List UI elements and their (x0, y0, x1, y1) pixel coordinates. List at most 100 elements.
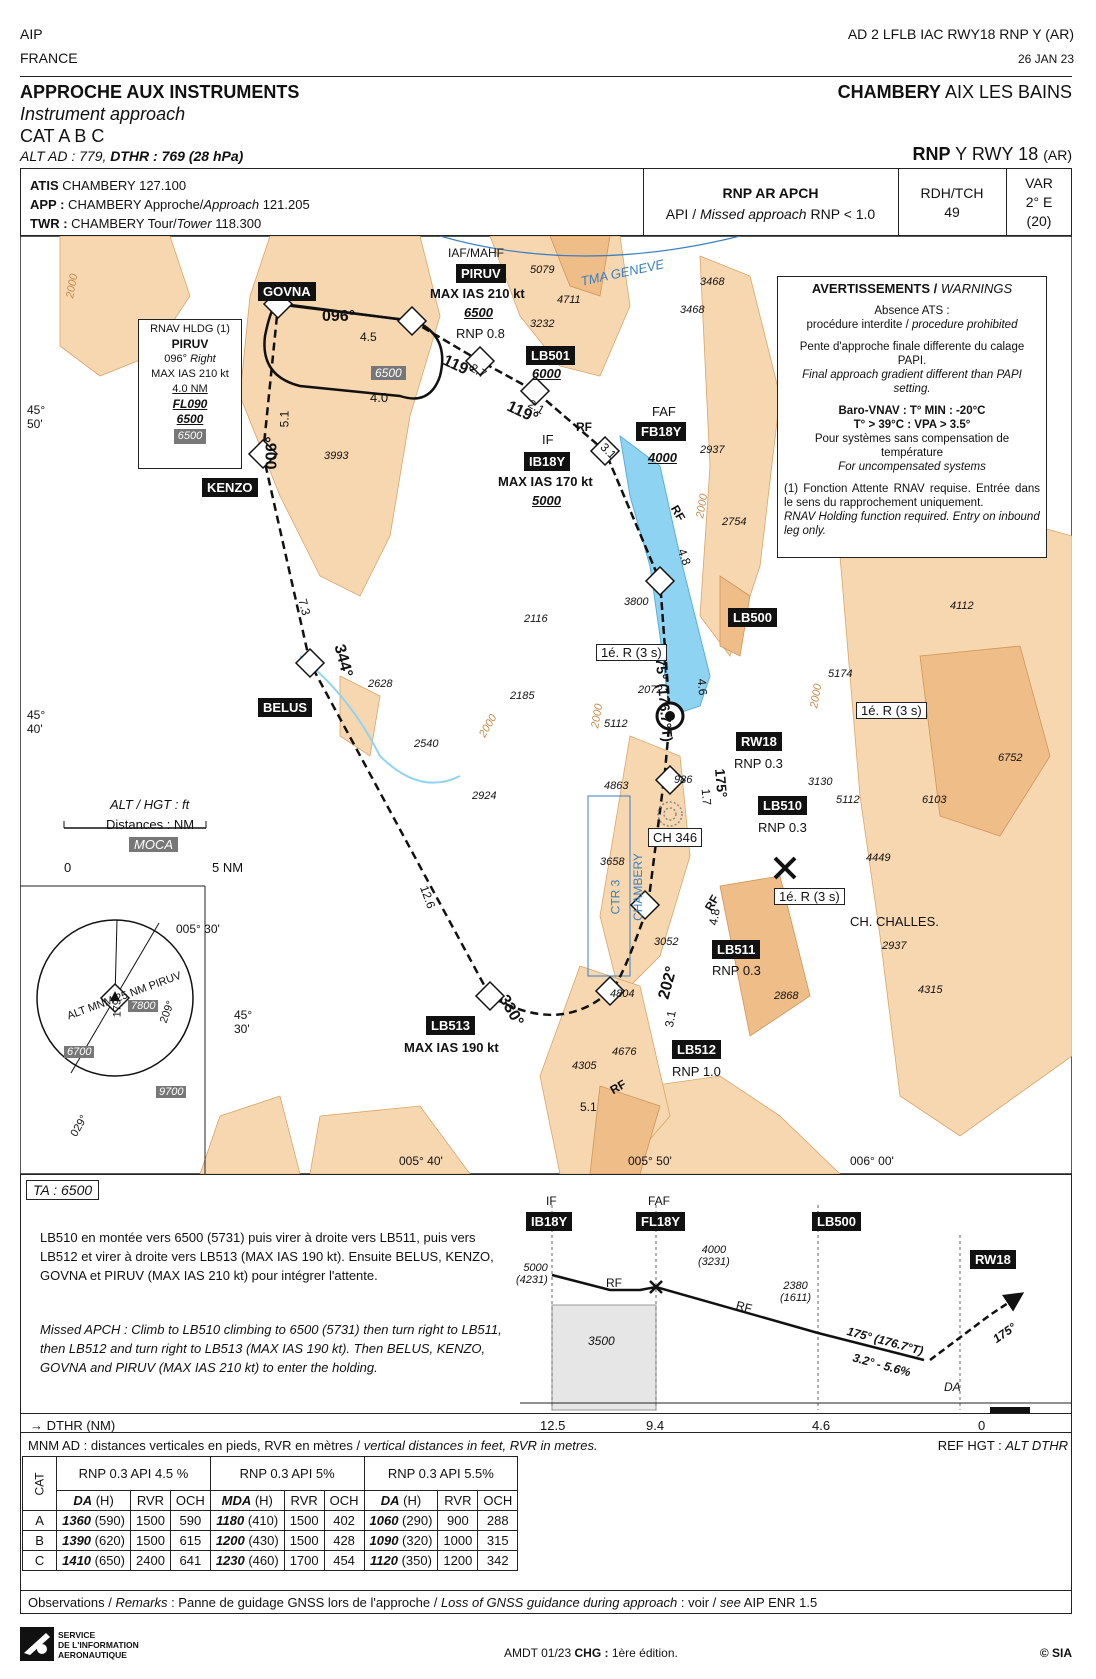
elevation: 2072 (638, 684, 663, 696)
lon-label: 005° 50' (628, 1154, 672, 1168)
profile-alt: 5000(4231) (516, 1262, 548, 1286)
msa-sector-alt: 9700 (156, 1086, 187, 1098)
lb510-rnp: RNP 0.3 (758, 820, 807, 835)
waypoint-lb513[interactable]: LB513 (426, 1016, 476, 1035)
challes-label: CH. CHALLES. (850, 914, 939, 929)
elevation: 4711 (557, 294, 581, 306)
country-label: FRANCE (20, 50, 78, 66)
rdh-value: 49 (944, 204, 960, 220)
waypoint-lb510[interactable]: LB510 (758, 796, 808, 815)
app-line: APP : CHAMBERY Approche/Approach 121.205 (30, 197, 310, 212)
elevation: 6103 (922, 794, 947, 806)
header-rule (20, 76, 1072, 77)
elevation: 5174 (828, 668, 853, 680)
piruv-symbol (396, 305, 428, 337)
waypoint-rw18[interactable]: RW18 (736, 732, 782, 751)
distance-label: 5.1 (580, 1100, 597, 1114)
scale-five: 5 NM (212, 860, 244, 875)
elevation: 2868 (774, 990, 799, 1002)
legend-moca: MOCA (129, 837, 178, 852)
ndb-label: CH 346 (648, 828, 703, 847)
tma-boundary (439, 236, 741, 257)
profile-fl18y[interactable]: FL18Y (636, 1212, 686, 1231)
lb512-symbol (594, 975, 626, 1007)
waypoint-kenzo[interactable]: KENZO (202, 478, 258, 497)
lb511-symbol (629, 889, 661, 921)
elevation: 4804 (610, 988, 635, 1000)
profile-rf: RF (606, 1276, 622, 1290)
profile-diagram (520, 1205, 1072, 1413)
elevation: 2754 (722, 516, 747, 528)
elevation: 6752 (998, 752, 1023, 764)
waypoint-lb500[interactable]: LB500 (728, 608, 778, 627)
remarks: Observations / Remarks : Panne de guidag… (28, 1595, 818, 1610)
minima-intro: MNM AD : distances verticales en pieds, … (28, 1438, 598, 1453)
elevation: 2924 (472, 790, 497, 802)
approach-track (282, 302, 672, 717)
elevation: 2937 (700, 444, 725, 456)
ctr-label: CTR 3 (608, 879, 623, 915)
distance-label: 4.6 (694, 678, 711, 696)
lb510-symbol (654, 764, 686, 796)
distance-label: 1.7 (698, 788, 715, 806)
lat-label: 45°30' (234, 1008, 253, 1036)
profile-3500: 3500 (588, 1334, 615, 1348)
minima-box (20, 1414, 1072, 1614)
lb512-rnp: RNP 1.0 (672, 1064, 721, 1079)
waypoint-piruv[interactable]: PIRUV (456, 264, 506, 283)
title-fr: APPROCHE AUX INSTRUMENTS (20, 82, 300, 102)
chart-id: AD 2 LFLB IAC RWY18 RNP Y (AR) (847, 26, 1074, 42)
ctr-label: CHAMBERY (630, 853, 645, 921)
elevation: 986 (674, 774, 693, 786)
airport-name: CHAMBERY AIX LES BAINS (837, 82, 1072, 102)
lb513-ias: MAX IAS 190 kt (404, 1040, 499, 1055)
iaf-label: IAF/MAHF (448, 246, 504, 260)
msa-sector-alt: 7800 (128, 1000, 159, 1012)
elevation: 5112 (836, 794, 860, 806)
procedure-name: RNP Y RWY 18 (AR) (912, 144, 1072, 164)
holding-box: RNAV HLDG (1) PIRUV 096° Right MAX IAS 2… (138, 319, 242, 469)
profile-rw18[interactable]: RW18 (970, 1250, 1016, 1269)
msa-sector-alt: 6700 (64, 1046, 95, 1058)
dthr-axis-label: → DTHR (NM) (30, 1418, 116, 1433)
waypoint-lb501[interactable]: LB501 (526, 346, 576, 365)
elevation: 2937 (882, 940, 907, 952)
elevation: 2628 (368, 678, 393, 690)
waypoint-ib18y[interactable]: IB18Y (524, 452, 571, 471)
rdh-label: RDH/TCH (920, 185, 984, 201)
profile-distance: 12.5 (540, 1418, 566, 1433)
elevation: 3232 (530, 318, 555, 330)
elevation: 2116 (524, 613, 548, 625)
amendment: AMDT 01/23 CHG : 1ère édition. (504, 1646, 678, 1660)
chart-date: 26 JAN 23 (1017, 52, 1074, 66)
profile-lb500[interactable]: LB500 (812, 1212, 862, 1231)
holding-pattern (263, 302, 444, 400)
lon-label: 006° 00' (850, 1154, 894, 1168)
waypoint-symbols (247, 288, 686, 1012)
legend-alt: ALT / HGT : ft (110, 797, 190, 812)
waypoint-belus[interactable]: BELUS (258, 698, 313, 717)
obstacle-light-label: 1é. R (3 s) (774, 888, 845, 905)
elevation: 3468 (680, 304, 705, 316)
missed-approach-en: Missed APCH : Climb to LB510 climbing to… (40, 1322, 502, 1375)
waypoint-lb512[interactable]: LB512 (672, 1040, 722, 1059)
distance-label: 3.1 (662, 1009, 679, 1029)
legend-dist: Distances : NM (106, 817, 195, 832)
elevation: 5079 (530, 264, 555, 276)
waypoint-fb18y[interactable]: FB18Y (636, 422, 687, 441)
comms-divider-2 (898, 168, 899, 236)
profile-ib18y[interactable]: IB18Y (526, 1212, 573, 1231)
fb18y-alt: 4000 (648, 450, 677, 465)
profile-faf: FAF (648, 1194, 671, 1208)
waypoint-lb511[interactable]: LB511 (712, 940, 761, 959)
ib18y-alt: 5000 (532, 493, 561, 508)
profile-distance: 0 (978, 1418, 986, 1433)
waypoint-govna[interactable]: GOVNA (258, 282, 316, 301)
var-label: VAR (1025, 175, 1053, 191)
warnings-box: AVERTISSEMENTS / WARNINGS Absence ATS : … (777, 276, 1047, 558)
elevation: 2185 (510, 690, 535, 702)
lb501-symbol (464, 345, 496, 377)
twr-line: TWR : CHAMBERY Tour/Tower 118.300 (30, 216, 262, 231)
track-label: 175° (712, 768, 731, 799)
minima-rule (20, 1432, 1072, 1433)
